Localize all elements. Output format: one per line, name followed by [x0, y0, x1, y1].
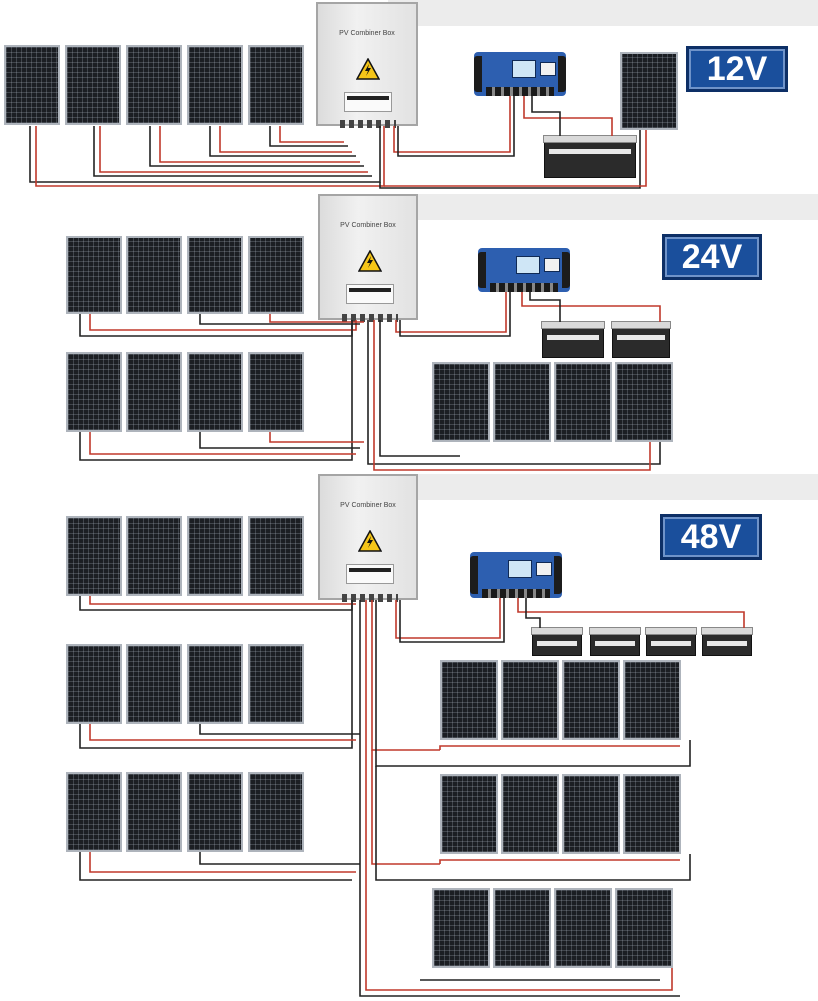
solar-panel — [615, 888, 673, 968]
warning-icon — [356, 58, 380, 80]
combiner-box-label: PV Combiner Box — [340, 502, 396, 509]
controller-display — [516, 256, 540, 274]
battery — [701, 627, 753, 656]
usb-ports — [544, 258, 560, 272]
solar-panel — [126, 352, 182, 432]
solar-panel — [66, 516, 122, 596]
charge-controller — [474, 52, 566, 96]
cable-glands — [340, 120, 396, 128]
solar-panel — [440, 660, 498, 740]
solar-panel — [66, 352, 122, 432]
controller-display — [508, 560, 532, 578]
solar-panel — [248, 772, 304, 852]
solar-panel — [187, 236, 243, 314]
controller-terminals — [490, 283, 558, 292]
solar-panel — [248, 516, 304, 596]
cable-glands — [342, 314, 398, 322]
wiring-24v — [79, 292, 661, 471]
combiner-box: PV Combiner Box — [318, 194, 418, 322]
solar-panel — [4, 45, 60, 125]
solar-panel — [248, 236, 304, 314]
solar-panel — [66, 236, 122, 314]
solar-panel — [126, 516, 182, 596]
controller-terminals — [486, 87, 554, 96]
combiner-box-label: PV Combiner Box — [339, 30, 395, 37]
voltage-badge-48v: 48V — [660, 514, 762, 560]
wiring-12v — [29, 96, 647, 189]
solar-panel — [554, 888, 612, 968]
solar-panel — [66, 772, 122, 852]
solar-panel — [248, 352, 304, 432]
solar-panel — [126, 236, 182, 314]
solar-panel — [432, 362, 490, 442]
section-24v-header-bar — [388, 194, 818, 220]
battery — [645, 627, 697, 656]
solar-panel — [554, 362, 612, 442]
combiner-box-label: PV Combiner Box — [340, 222, 396, 229]
combiner-box: PV Combiner Box — [316, 2, 418, 128]
charge-controller — [478, 248, 570, 292]
section-48v-header-bar — [388, 474, 818, 500]
solar-panel — [187, 644, 243, 724]
solar-panel — [562, 660, 620, 740]
solar-panel — [65, 45, 121, 125]
battery — [531, 627, 583, 656]
solar-panel — [126, 45, 182, 125]
solar-panel — [620, 52, 678, 130]
usb-ports — [540, 62, 556, 76]
solar-panel — [187, 516, 243, 596]
solar-panel — [501, 774, 559, 854]
cable-glands — [342, 594, 398, 602]
battery — [589, 627, 641, 656]
solar-panel — [66, 644, 122, 724]
battery — [541, 321, 605, 358]
solar-panel — [623, 660, 681, 740]
solar-panel — [248, 45, 304, 125]
solar-panel — [248, 644, 304, 724]
usb-ports — [536, 562, 552, 576]
rating-plate — [344, 92, 392, 112]
solar-panel — [126, 772, 182, 852]
solar-panel — [187, 45, 243, 125]
battery — [611, 321, 671, 358]
solar-panel — [615, 362, 673, 442]
combiner-box: PV Combiner Box — [318, 474, 418, 602]
voltage-badge-12v: 12V — [686, 46, 788, 92]
solar-panel — [187, 772, 243, 852]
rating-plate — [346, 284, 394, 304]
battery — [543, 135, 637, 178]
rating-plate — [346, 564, 394, 584]
wiring-48v — [79, 596, 745, 997]
section-12v-header-bar — [388, 0, 818, 26]
solar-panel — [187, 352, 243, 432]
solar-panel — [440, 774, 498, 854]
warning-icon — [358, 530, 382, 552]
charge-controller — [470, 552, 562, 598]
solar-panel — [501, 660, 559, 740]
warning-icon — [358, 250, 382, 272]
voltage-badge-24v: 24V — [662, 234, 762, 280]
solar-panel — [562, 774, 620, 854]
controller-display — [512, 60, 536, 78]
solar-panel — [493, 888, 551, 968]
solar-panel — [126, 644, 182, 724]
solar-panel — [623, 774, 681, 854]
solar-panel — [432, 888, 490, 968]
solar-panel — [493, 362, 551, 442]
controller-terminals — [482, 589, 550, 598]
